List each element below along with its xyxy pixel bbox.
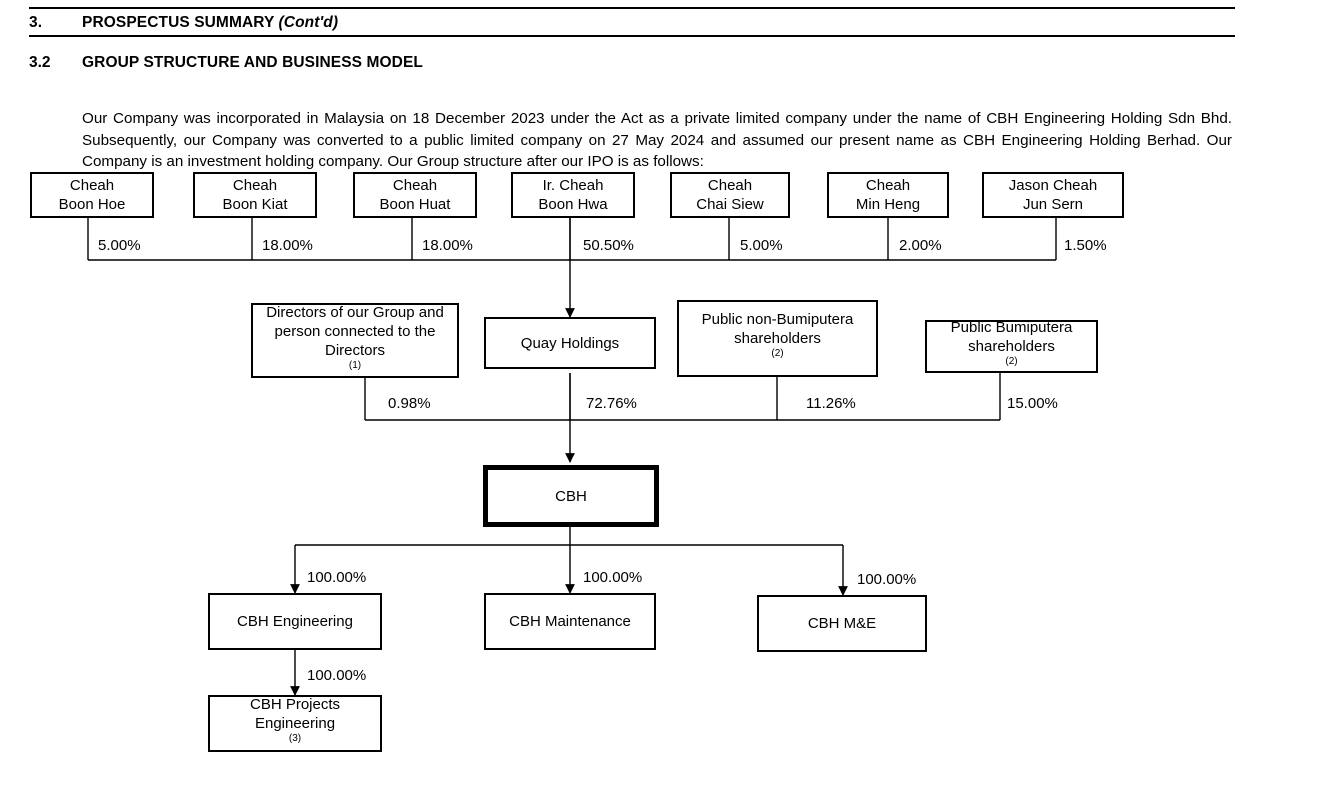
node-cbh-engineering: CBH Engineering	[208, 593, 382, 650]
node-public-bumiputera-shareholders: Public Bumiputera shareholders(2)	[925, 319, 1098, 373]
edge-label-jun-sern: 1.50%	[1064, 237, 1107, 254]
node-cbh: CBH	[483, 465, 659, 527]
node-label: Ir. Cheah Boon Hwa	[538, 177, 608, 213]
section-number: 3.2	[29, 54, 51, 71]
footnote-marker-2a: (2)	[771, 348, 784, 359]
section-title: GROUP STRUCTURE AND BUSINESS MODEL	[82, 54, 423, 71]
node-label: Cheah Min Heng	[855, 177, 921, 213]
node-quay-holdings: Quay Holdings	[484, 317, 656, 369]
header-rule-bottom	[29, 35, 1235, 37]
edge-label-min-heng: 2.00%	[899, 237, 942, 254]
node-label: Jason Cheah Jun Sern	[1008, 177, 1098, 213]
edge-label-boon-kiat: 18.00%	[262, 237, 313, 254]
edge-label-quay-holdings: 72.76%	[586, 395, 637, 412]
page-header: 3. PROSPECTUS SUMMARY (Cont'd)	[29, 12, 1235, 34]
node-label: Cheah Boon Huat	[379, 177, 451, 213]
edge-label-cbh-maintenance: 100.00%	[583, 569, 643, 586]
node-label: CBH Maintenance	[509, 613, 631, 630]
node-public-non-bumiputera-shareholders: Public non-Bumiputera shareholders(2)	[677, 300, 878, 377]
node-cheah-chai-siew: Cheah Chai Siew	[670, 172, 790, 218]
edge-label-cbh-projects-eng: 100.00%	[307, 667, 367, 684]
node-label: Cheah Boon Hoe	[58, 177, 126, 213]
node-directors-and-connected-persons: Directors of our Group and person connec…	[251, 303, 459, 378]
node-label: CBH Engineering	[237, 613, 353, 630]
edge-label-public-bumiputera: 15.00%	[1007, 395, 1058, 412]
node-label: Cheah Boon Kiat	[222, 177, 288, 213]
section-heading: 3.2 GROUP STRUCTURE AND BUSINESS MODEL	[29, 54, 1235, 72]
node-label: Cheah Chai Siew	[696, 177, 764, 213]
header-rule-top	[29, 7, 1235, 9]
node-cheah-boon-kiat: Cheah Boon Kiat	[193, 172, 317, 218]
edge-label-boon-huat: 18.00%	[422, 237, 473, 254]
header-title-text: PROSPECTUS SUMMARY	[82, 14, 279, 31]
footnote-marker-2b: (2)	[1005, 356, 1018, 367]
node-label: Public Bumiputera shareholders(2)	[950, 319, 1073, 367]
node-label: CBH	[555, 487, 587, 505]
edge-label-directors: 0.98%	[388, 395, 431, 412]
edge-label-public-non-bumiputera: 11.26%	[806, 395, 856, 412]
edge-label-boon-hoe: 5.00%	[98, 237, 141, 254]
node-label: CBH Projects Engineering(3)	[249, 696, 341, 744]
edge-label-cbh-engineering: 100.00%	[307, 569, 367, 586]
node-label: Public non-Bumiputera shareholders(2)	[701, 311, 854, 359]
node-cheah-boon-hoe: Cheah Boon Hoe	[30, 172, 154, 218]
node-jason-cheah-jun-sern: Jason Cheah Jun Sern	[982, 172, 1124, 218]
node-cheah-min-heng: Cheah Min Heng	[827, 172, 949, 218]
edge-label-chai-siew: 5.00%	[740, 237, 783, 254]
group-structure-diagram: Cheah Boon Hoe Cheah Boon Kiat Cheah Boo…	[0, 160, 1317, 780]
footnote-marker-3: (3)	[288, 733, 302, 744]
footnote-marker-1: (1)	[348, 359, 362, 371]
header-title: PROSPECTUS SUMMARY (Cont'd)	[82, 14, 338, 32]
node-label: Quay Holdings	[520, 334, 620, 352]
diagram-connectors	[87, 217, 1057, 696]
header-title-cont: (Cont'd)	[278, 14, 339, 31]
node-cbh-maintenance: CBH Maintenance	[484, 593, 656, 650]
edge-label-cbh-me: 100.00%	[857, 571, 917, 588]
header-number: 3.	[29, 14, 43, 31]
node-cheah-boon-huat: Cheah Boon Huat	[353, 172, 477, 218]
edge-label-boon-hwa: 50.50%	[583, 237, 634, 254]
intro-paragraph: Our Company was incorporated in Malaysia…	[82, 110, 1232, 171]
node-cbh-projects-engineering: CBH Projects Engineering(3)	[208, 695, 382, 752]
node-label: Directors of our Group and person connec…	[266, 303, 444, 371]
node-label: CBH M&E	[807, 615, 877, 632]
node-cbh-me: CBH M&E	[757, 595, 927, 652]
node-ir-cheah-boon-hwa: Ir. Cheah Boon Hwa	[511, 172, 635, 218]
